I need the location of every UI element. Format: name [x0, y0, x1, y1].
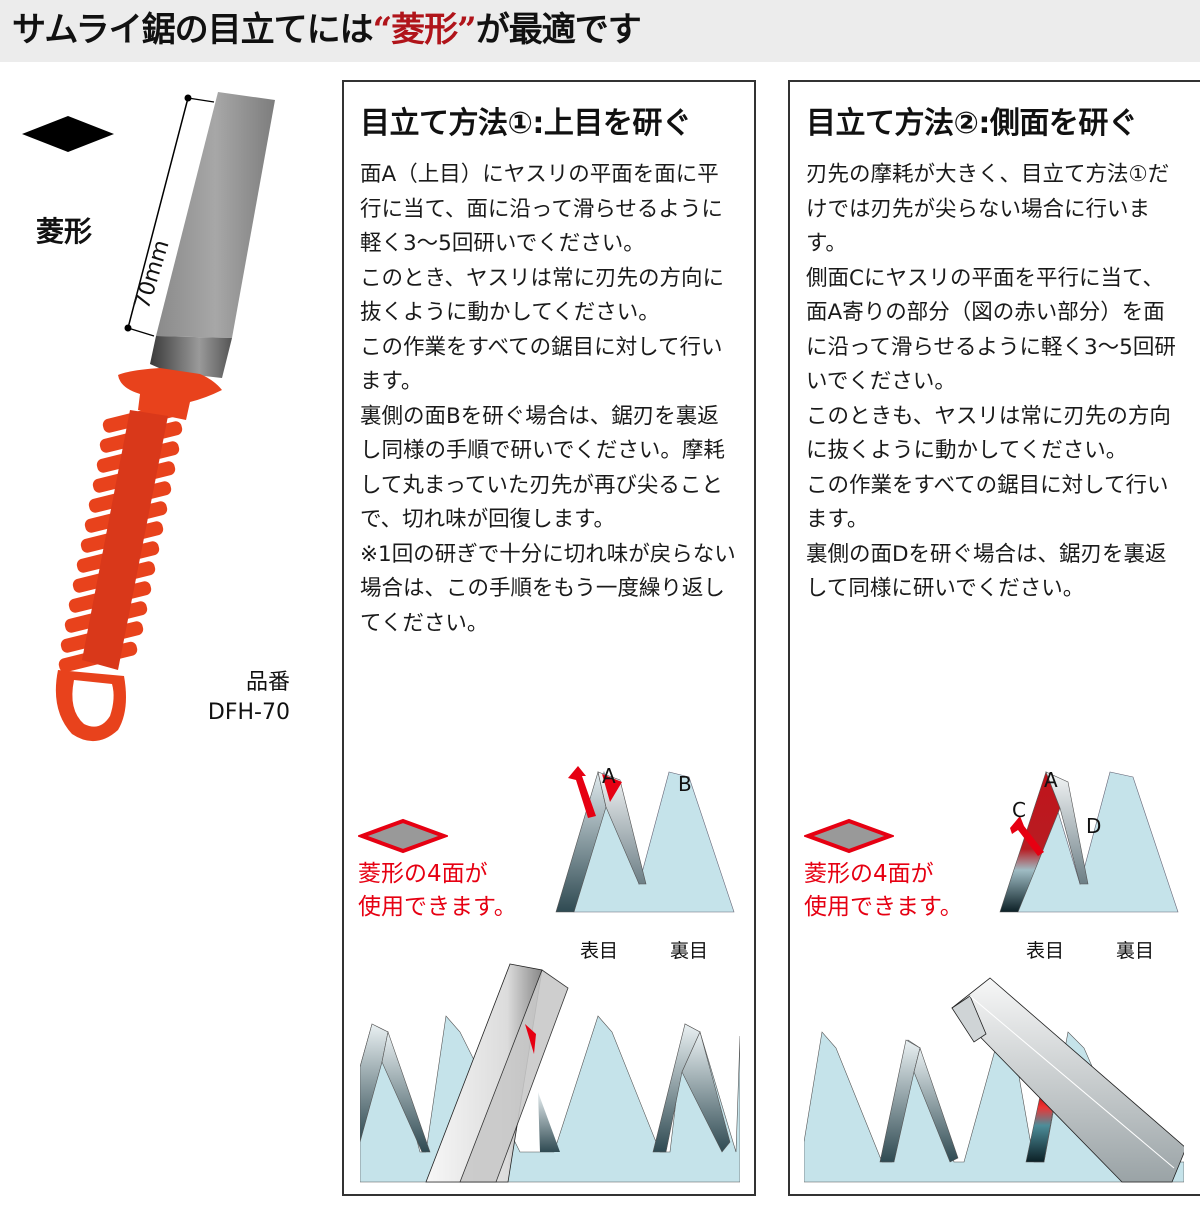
face-label-a: A — [1044, 768, 1058, 792]
red-diamond-icon — [358, 818, 448, 854]
method2-paragraph: このときも、ヤスリは常に刃先の方向に抜くように動かしてください。 — [806, 403, 1171, 464]
note-line: 使用できます。 — [358, 894, 517, 920]
method2-panel: 目立て方法②:側面を研ぐ 刃先の摩耗が大きく、目立て方法①だけでは刃先が尖らない… — [788, 80, 1200, 1196]
diamond-file-illustration — [55, 92, 275, 742]
method1-note: 菱形の4面が 使用できます。 — [358, 858, 517, 924]
title-prefix: サムライ鋸の目立てには — [12, 10, 374, 50]
shape-label: 菱形 — [36, 215, 93, 248]
title-accent: “菱形” — [372, 10, 477, 50]
method1-paragraph: ※1回の研ぎで十分に切れ味が戻らない場合は、この手順をもう一度繰り返してください… — [360, 541, 736, 636]
product-image-area: 菱形 — [0, 70, 330, 750]
note-line: 菱形の4面が — [804, 861, 934, 887]
page-header: サムライ鋸の目立てには“菱形”が最適です — [0, 0, 1200, 62]
page-title: サムライ鋸の目立てには“菱形”が最適です — [12, 8, 642, 52]
method1-paragraph: このとき、ヤスリは常に刃先の方向に抜くように動かしてください。 — [360, 265, 724, 326]
method1-title: 目立て方法①:上目を研ぐ — [360, 106, 692, 141]
tooth-label-front: 表目 — [1026, 940, 1065, 962]
face-label-c: C — [1012, 798, 1026, 822]
method1-instructions: 面A（上目）にヤスリの平面を面に平行に当て、面に沿って滑らせるように軽く3～5回… — [360, 158, 738, 641]
model-label: 品番 — [245, 670, 290, 695]
method2-saw-illustration — [804, 977, 1184, 1183]
tooth-label-back: 裏目 — [1116, 940, 1155, 962]
face-label-b: B — [678, 772, 692, 796]
method1-panel: 目立て方法①:上目を研ぐ 面A（上目）にヤスリの平面を面に平行に当て、面に沿って… — [342, 80, 756, 1196]
method1-paragraph: 面A（上目）にヤスリの平面を面に平行に当て、面に沿って滑らせるように軽く3～5回… — [360, 162, 723, 256]
method1-saw-illustration — [360, 963, 740, 1183]
title-suffix: が最適です — [475, 10, 642, 50]
method1-paragraph: この作業をすべての鋸目に対して行います。 — [360, 334, 723, 395]
method1-paragraph: 裏側の面Bを研ぐ場合は、鋸刃を裏返し同様の手順で研いでください。摩耗して丸まって… — [360, 403, 725, 533]
method2-paragraph: この作業をすべての鋸目に対して行います。 — [806, 472, 1169, 533]
face-label-d: D — [1086, 814, 1102, 838]
method1-tooth-diagram — [555, 766, 735, 913]
method2-paragraph: 裏側の面Dを研ぐ場合は、鋸刃を裏返して同様に研いでください。 — [806, 541, 1167, 602]
model-number: DFH-70 — [207, 700, 290, 725]
method2-tooth-diagram — [999, 771, 1179, 913]
face-label-a: A — [602, 764, 616, 788]
tooth-label-front: 表目 — [580, 940, 619, 962]
note-line: 使用できます。 — [804, 894, 963, 920]
method2-instructions: 刃先の摩耗が大きく、目立て方法①だけでは刃先が尖らない場合に行います。 側面Cに… — [806, 158, 1184, 607]
method2-paragraph: 刃先の摩耗が大きく、目立て方法①だけでは刃先が尖らない場合に行います。 — [806, 162, 1170, 256]
tooth-label-back: 裏目 — [670, 940, 709, 962]
red-diamond-icon — [804, 818, 894, 854]
method2-note: 菱形の4面が 使用できます。 — [804, 858, 963, 924]
note-line: 菱形の4面が — [358, 861, 488, 887]
model-info: 品番 DFH-70 — [208, 668, 290, 728]
method2-paragraph: 側面Cにヤスリの平面を平行に当て、面A寄りの部分（図の赤い部分）を面に沿って滑ら… — [806, 265, 1176, 395]
black-diamond-icon — [22, 116, 114, 152]
method2-title: 目立て方法②:側面を研ぐ — [806, 106, 1138, 141]
